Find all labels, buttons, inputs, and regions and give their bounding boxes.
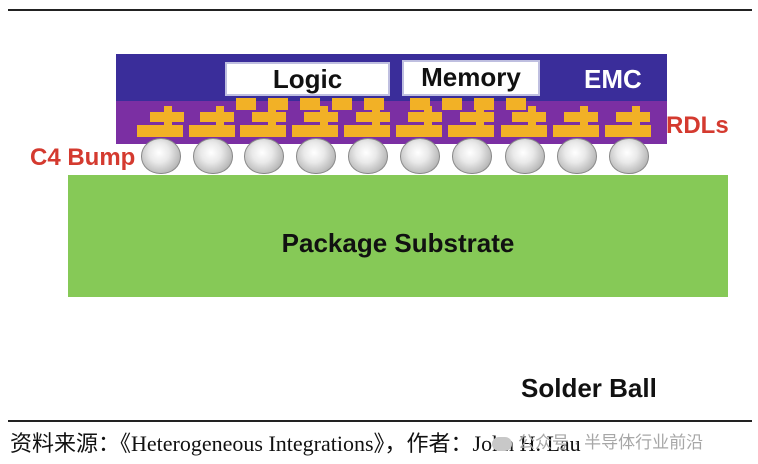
logic-die: Logic: [225, 62, 390, 96]
rdl-pad: [236, 98, 256, 110]
figure-caption: 资料来源：《Heterogeneous Integrations》，作者：Joh…: [10, 431, 581, 456]
c4-bump: [244, 138, 284, 174]
rdl-pad: [300, 98, 320, 110]
rdl-pad: [580, 106, 588, 126]
c4-bump: [400, 138, 440, 174]
rdl-pad: [424, 106, 432, 126]
rdl-pad: [553, 125, 599, 137]
rdl-pad: [137, 125, 183, 137]
c4-bump: [141, 138, 181, 174]
rdl-pad: [605, 125, 651, 137]
c4-bump-label: C4 Bump: [30, 144, 136, 171]
logic-label: Logic: [272, 64, 343, 94]
c4-bump: [348, 138, 388, 174]
package-substrate-label: Package Substrate: [281, 228, 515, 258]
top-rule: [8, 9, 752, 11]
c4-bump: [296, 138, 336, 174]
c4-bump: [452, 138, 492, 174]
rdl-pad: [216, 106, 224, 126]
rdl-pad: [632, 106, 640, 126]
rdls-label: RDLs: [666, 112, 729, 139]
rdl-pad: [372, 106, 380, 126]
rdl-pad: [164, 106, 172, 126]
bottom-rule: [8, 420, 752, 422]
c4-bump: [609, 138, 649, 174]
rdl-pad: [528, 106, 536, 126]
package-substrate: [68, 175, 728, 297]
rdl-pad: [396, 125, 442, 137]
c4-bump: [505, 138, 545, 174]
rdl-pad: [344, 125, 390, 137]
rdl-pad: [189, 125, 235, 137]
rdl-pad: [240, 125, 286, 137]
watermark-text: 公众号 · 半导体行业前沿: [518, 433, 704, 452]
memory-die: Memory: [402, 60, 540, 96]
rdl-pad: [292, 125, 338, 137]
rdl-pad: [501, 125, 547, 137]
rdl-pad: [332, 98, 352, 110]
emc-label: EMC: [584, 64, 642, 94]
rdl-pad: [320, 106, 328, 126]
rdl-pad: [442, 98, 462, 110]
rdl-pad: [506, 98, 526, 110]
rdl-pad: [268, 106, 276, 126]
solder-ball-label: Solder Ball: [521, 373, 657, 403]
watermark-wechat-icon: [492, 436, 512, 451]
rdl-pad: [476, 106, 484, 126]
c4-bump: [557, 138, 597, 174]
memory-label: Memory: [421, 62, 521, 92]
rdl-pad: [448, 125, 494, 137]
watermark: 公众号 · 半导体行业前沿: [492, 428, 703, 453]
c4-bump: [193, 138, 233, 174]
